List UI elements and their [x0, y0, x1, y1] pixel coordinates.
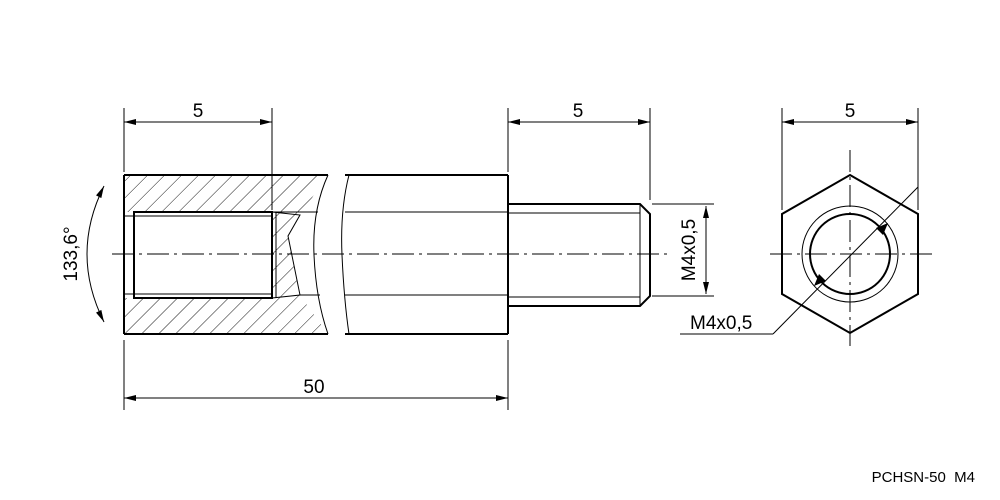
- dim-hex-label: 5: [845, 101, 856, 122]
- dimension-female-length: 5: [123, 101, 273, 210]
- hatch-bottom: [124, 295, 328, 334]
- dim-thread-side-label: M4x0,5: [679, 219, 700, 281]
- dim-thread-end-label: M4x0,5: [690, 313, 752, 334]
- part-number: PCHSN-50: [871, 469, 946, 486]
- thread-size: M4: [954, 469, 975, 486]
- dimension-thread-diameter: M4x0,5: [652, 203, 714, 297]
- female-end-section: [123, 174, 329, 335]
- hatch-cone: [272, 215, 300, 296]
- part-caption: PCHSN-50 M4: [815, 469, 975, 486]
- dim-angle-label: 133,6°: [61, 226, 82, 281]
- hatch-top: [124, 175, 325, 215]
- dimension-body-length: 50: [123, 340, 509, 410]
- dim-female-label: 5: [193, 101, 204, 122]
- dimension-hex-angle: 133,6°: [61, 185, 105, 323]
- dimension-hex-flats: 5: [781, 101, 919, 210]
- dimension-thread-length: 5: [507, 101, 651, 200]
- dim-body-label: 50: [303, 377, 324, 398]
- dim-thread-label: 5: [573, 101, 584, 122]
- end-view-hex: [680, 150, 932, 346]
